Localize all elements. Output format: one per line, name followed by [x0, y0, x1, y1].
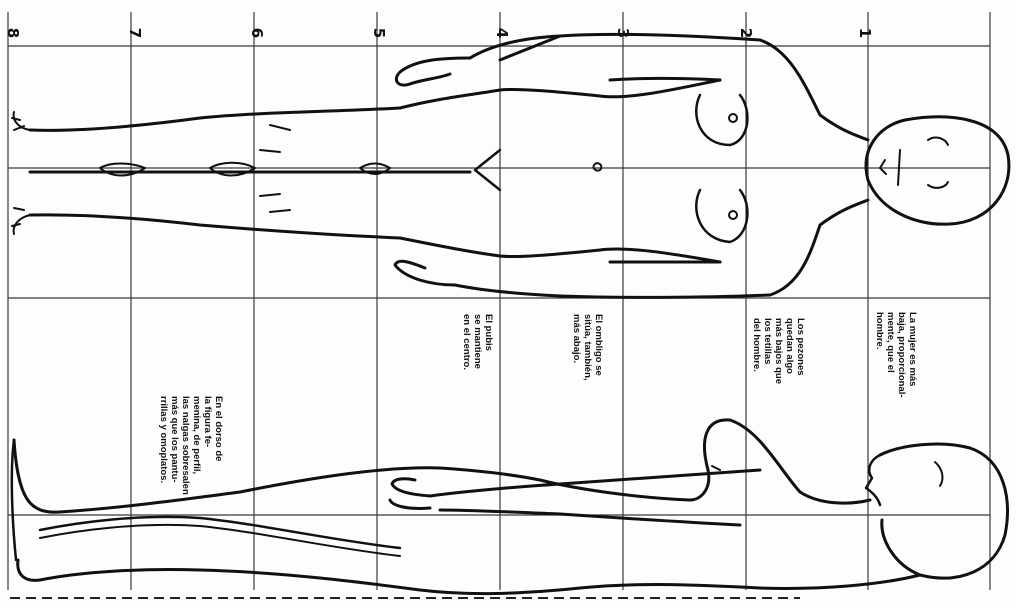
front-figure	[12, 34, 1009, 297]
note-ombligo: El ombligo se sitúa, también, más abajo.	[571, 314, 604, 381]
grid-number-5: 5	[370, 28, 388, 38]
note-pubis: El pubis se mantiene en el centro.	[461, 314, 494, 370]
grid-number-6: 6	[248, 28, 266, 38]
note-mujer: La mujer es más baja, proporcional- ment…	[874, 312, 918, 398]
grid-number-3: 3	[614, 28, 632, 38]
note-pezones: Los pezones quedan algo más bajos que lo…	[751, 318, 806, 384]
grid-number-2: 2	[737, 28, 755, 38]
grid-number-8: 8	[4, 28, 22, 38]
grid-number-4: 4	[493, 28, 511, 38]
grid-number-1: 1	[856, 28, 874, 38]
note-dorso: En el dorso de la figura fe- menina, de …	[158, 396, 224, 495]
grid-number-7: 7	[126, 28, 144, 38]
